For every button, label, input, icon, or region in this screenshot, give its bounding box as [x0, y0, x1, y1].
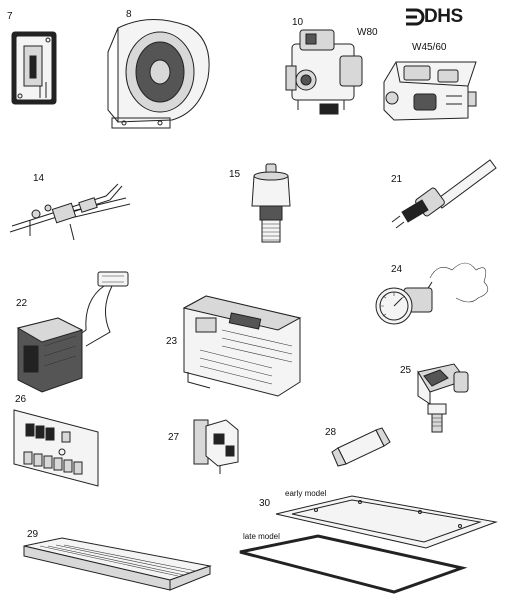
part-label-23: 23	[166, 336, 178, 347]
part-10-gas-valve-w80	[285, 29, 363, 115]
part-27-relay	[193, 419, 239, 474]
part-25-relief-valve	[417, 363, 469, 433]
part-15-air-vent	[251, 163, 291, 243]
part-label-8: 8	[126, 9, 132, 20]
part-label-10: 10	[292, 17, 304, 28]
part-label-27: 27	[168, 432, 180, 443]
part-10-gas-valve-w4560	[383, 61, 477, 121]
annotation-w4560: W45/60	[412, 42, 447, 53]
part-28-fuse	[331, 427, 391, 467]
part-26-pcb	[13, 409, 99, 487]
part-8-fan	[107, 18, 210, 129]
annotation-late-model: late model	[243, 532, 280, 541]
part-23-control-box	[182, 295, 302, 397]
part-label-26: 26	[15, 394, 27, 405]
part-label-25: 25	[400, 365, 412, 376]
part-label-28: 28	[325, 427, 337, 438]
annotation-w80: W80	[357, 27, 378, 38]
part-label-22: 22	[16, 298, 28, 309]
part-label-14: 14	[33, 173, 45, 184]
part-30-gasket-early	[275, 495, 498, 549]
part-label-29: 29	[27, 529, 39, 540]
part-7-pressure-switch	[11, 31, 57, 105]
part-22-transformer	[16, 271, 129, 393]
part-21-sensor	[391, 159, 497, 229]
part-24-pressure-gauge	[375, 262, 489, 325]
part-30-gasket-late	[239, 534, 468, 594]
part-14-pilot-assembly	[9, 183, 131, 241]
part-label-30: 30	[259, 498, 271, 509]
part-label-24: 24	[391, 264, 403, 275]
dhs-logo-text: DHS	[424, 6, 463, 27]
annotation-early-model: early model	[285, 489, 327, 498]
part-label-21: 21	[391, 174, 403, 185]
part-label-15: 15	[229, 169, 241, 180]
part-label-7: 7	[7, 11, 13, 22]
dhs-logo	[406, 8, 425, 26]
part-29-tray	[23, 537, 212, 591]
